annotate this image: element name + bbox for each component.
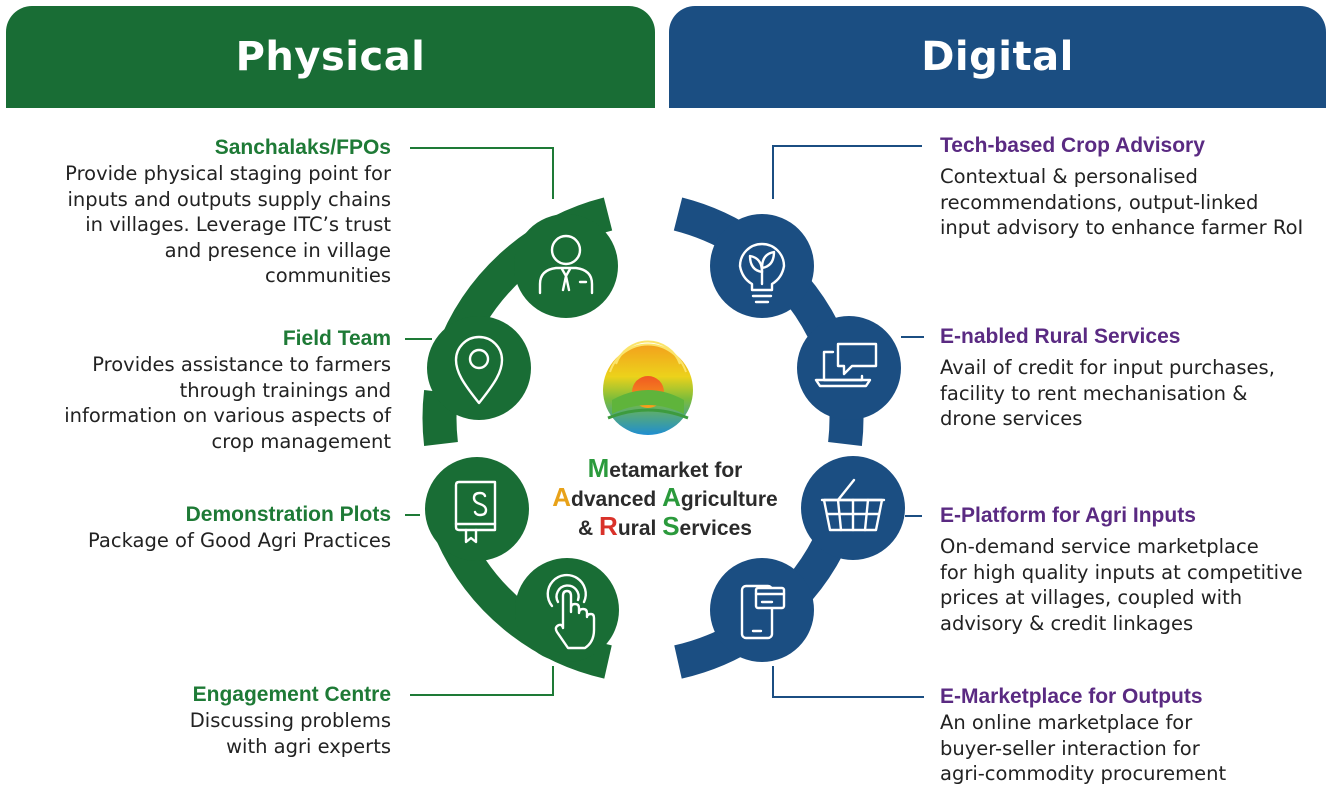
- desc-line: Discussing problems: [189, 709, 391, 732]
- desc-line: for high quality inputs at competitive: [940, 560, 1303, 584]
- block-title: Tech-based Crop Advisory: [940, 134, 1205, 157]
- block-rural-services: E-nabled Rural Services Avail of credit …: [940, 324, 1332, 432]
- desc-line: Contextual & personalised: [940, 165, 1198, 188]
- laptop-chat-icon: [814, 342, 878, 388]
- touch-icon: [546, 573, 596, 650]
- center-line-3-rest-2: ervices: [679, 517, 752, 540]
- desc-line: in villages. Leverage ITC’s trust: [85, 213, 391, 236]
- block-title: Sanchalaks/FPOs: [214, 136, 391, 159]
- block-title: E-nabled Rural Services: [940, 325, 1181, 348]
- desc-line: Provide physical staging point for: [65, 162, 391, 185]
- block-desc: Contextual & personalised recommendation…: [940, 164, 1332, 241]
- lightbulb-leaf-icon: [738, 242, 786, 304]
- block-sanchalaks: Sanchalaks/FPOs Provide physical staging…: [0, 135, 391, 289]
- desc-line: An online marketplace for: [940, 711, 1193, 734]
- block-agri-inputs: E-Platform for Agri Inputs On-demand ser…: [940, 503, 1332, 636]
- block-title: Field Team: [282, 327, 391, 350]
- desc-line: drone services: [940, 407, 1083, 430]
- desc-line: buyer-seller interaction for: [940, 736, 1200, 760]
- basket-icon: [820, 478, 886, 532]
- block-desc: Package of Good Agri Practices: [0, 528, 391, 554]
- center-cap-s: S: [662, 511, 680, 541]
- block-desc: Provides assistance to farmers through t…: [0, 352, 391, 454]
- desc-line: and presence in village: [164, 238, 391, 262]
- user-icon: [538, 234, 594, 295]
- circle-sanchalaks: [514, 214, 618, 318]
- physical-banner: Physical: [6, 6, 655, 108]
- desc-line: On-demand service marketplace: [940, 535, 1259, 558]
- block-title: E-Marketplace for Outputs: [940, 685, 1203, 708]
- desc-line: crop management: [211, 429, 391, 453]
- block-desc: On-demand service marketplace for high q…: [940, 534, 1332, 636]
- desc-line: prices at villages, coupled with: [940, 586, 1243, 609]
- desc-line: communities: [265, 264, 391, 287]
- block-title: Engagement Centre: [192, 683, 391, 706]
- block-title: Demonstration Plots: [185, 503, 391, 526]
- center-line-2: Advanced Agriculture: [530, 484, 800, 513]
- center-cap-a1: A: [552, 482, 572, 512]
- desc-line: information on various aspects of: [64, 404, 391, 427]
- connector-sanchalaks: [410, 147, 554, 199]
- location-pin-icon: [454, 335, 504, 405]
- connector-engagement: [410, 666, 554, 696]
- desc-line: Package of Good Agri Practices: [88, 529, 391, 552]
- center-line-1: Metamarket for: [530, 455, 800, 484]
- connector-marketplace: [772, 666, 924, 698]
- digital-banner-label: Digital: [921, 34, 1074, 80]
- desc-line: agri-commodity procurement: [940, 762, 1227, 785]
- block-engagement: Engagement Centre Discussing problems wi…: [0, 682, 391, 759]
- block-desc: Avail of credit for input purchases, fac…: [940, 355, 1332, 432]
- desc-line: facility to rent mechanisation &: [940, 381, 1248, 405]
- desc-line: inputs and outputs supply chains: [67, 187, 391, 211]
- desc-line: with agri experts: [226, 734, 391, 758]
- desc-line: advisory & credit linkages: [940, 611, 1194, 635]
- block-crop-advisory: Tech-based Crop Advisory Contextual & pe…: [940, 133, 1332, 241]
- metamarket-logo: [603, 340, 693, 435]
- block-desc: Provide physical staging point for input…: [0, 161, 391, 289]
- digital-banner: Digital: [669, 6, 1326, 108]
- block-marketplace: E-Marketplace for Outputs An online mark…: [940, 684, 1332, 787]
- book-icon: [454, 480, 497, 544]
- block-desc: An online marketplace for buyer-seller i…: [940, 710, 1332, 787]
- desc-line: recommendations, output-linked: [940, 190, 1259, 214]
- center-cap-r: R: [599, 511, 618, 541]
- center-line-3: & Rural Services: [530, 513, 800, 542]
- center-line-1-rest: etamarket for: [609, 459, 743, 482]
- phone-card-icon: [740, 584, 786, 640]
- center-title: Metamarket for Advanced Agriculture & Ru…: [530, 455, 800, 542]
- physical-banner-label: Physical: [235, 34, 426, 80]
- center-line-3-pre: &: [578, 517, 600, 540]
- block-title: E-Platform for Agri Inputs: [940, 504, 1196, 527]
- center-cap-a2: A: [662, 482, 681, 512]
- icon-circles: [425, 214, 905, 662]
- connector-lines: [405, 145, 924, 698]
- desc-line: Provides assistance to farmers: [92, 353, 391, 376]
- center-line-2-rest-1: dvanced: [571, 488, 663, 511]
- center-cap-m: M: [587, 453, 610, 483]
- block-desc: Discussing problems with agri experts: [0, 708, 391, 759]
- circle-marketplace: [710, 558, 814, 662]
- block-demo-plots: Demonstration Plots Package of Good Agri…: [0, 502, 391, 554]
- center-line-3-rest-1: ural: [617, 517, 663, 540]
- desc-line: input advisory to enhance farmer RoI: [940, 216, 1304, 239]
- desc-line: through trainings and: [179, 378, 391, 402]
- connector-crop-advisory: [772, 145, 922, 199]
- block-field-team: Field Team Provides assistance to farmer…: [0, 326, 391, 454]
- center-line-2-rest-2: griculture: [680, 488, 778, 511]
- circle-demo-plots: [425, 457, 529, 561]
- desc-line: Avail of credit for input purchases,: [940, 356, 1275, 379]
